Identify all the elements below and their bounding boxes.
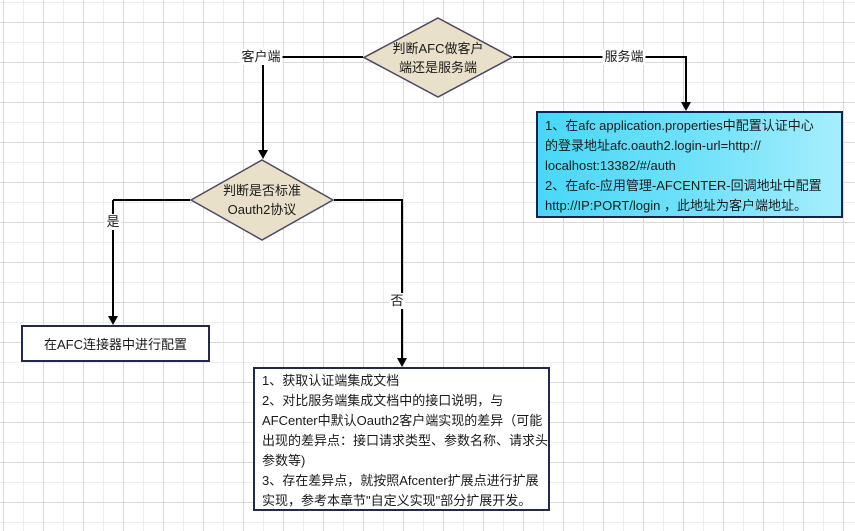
edge-yes-vertical[interactable] bbox=[112, 200, 114, 317]
edge-server-vertical[interactable] bbox=[685, 57, 687, 103]
edge-label-yes[interactable]: 是 bbox=[104, 214, 122, 230]
edge-yes-arrowhead-icon bbox=[108, 316, 118, 325]
node-decision-oauth2-protocol-label: 判断是否标准 Oauth2协议 bbox=[222, 183, 301, 217]
node-decision-oauth2-protocol[interactable]: 判断是否标准 Oauth2协议 bbox=[190, 159, 334, 241]
diamond-shape bbox=[363, 17, 513, 98]
node-decision-afc-role[interactable]: 判断AFC做客户 端还是服务端 bbox=[363, 17, 513, 98]
edge-no-horizontal[interactable] bbox=[334, 199, 403, 201]
edge-label-no[interactable]: 否 bbox=[388, 293, 406, 309]
edge-no-arrowhead-icon bbox=[397, 358, 407, 367]
edge-label-server[interactable]: 服务端 bbox=[602, 49, 646, 65]
node-decision-afc-role-label: 判断AFC做客户 端还是服务端 bbox=[392, 40, 484, 75]
node-afc-connector-config[interactable]: 在AFC连接器中进行配置 bbox=[21, 325, 210, 362]
edge-server-horizontal[interactable] bbox=[513, 56, 687, 58]
edge-label-client[interactable]: 客户端 bbox=[239, 49, 283, 65]
edge-client-arrowhead-icon bbox=[258, 150, 268, 159]
diamond-shape bbox=[190, 159, 334, 241]
node-custom-impl-steps[interactable]: 1、获取认证端集成文档 2、对比服务端集成文档中的接口说明，与 AFCenter… bbox=[253, 367, 550, 511]
edge-no-vertical[interactable] bbox=[401, 200, 403, 359]
edge-server-arrowhead-icon bbox=[681, 102, 691, 111]
edge-yes-horizontal[interactable] bbox=[113, 199, 190, 201]
edge-client-horizontal[interactable] bbox=[263, 56, 363, 58]
edge-client-vertical[interactable] bbox=[262, 57, 264, 150]
node-server-config-note[interactable]: 1、在afc application.properties中配置认证中心 的登录… bbox=[536, 111, 843, 218]
